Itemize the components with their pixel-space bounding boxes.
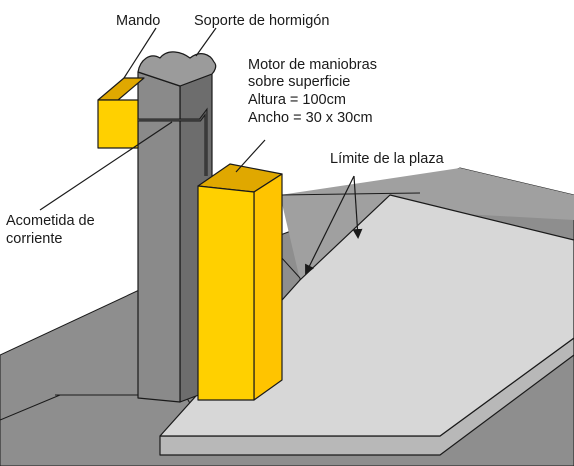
acometida-label-line1: Acometida de [6, 213, 95, 229]
ground-seam-line [279, 192, 421, 196]
limite-arrow-left [305, 175, 355, 275]
limite-arrow-right [352, 175, 363, 239]
mando-leader-line [123, 27, 157, 79]
mando-box-top [97, 77, 145, 101]
acometida-leader-line [39, 121, 173, 211]
motor-box-side [253, 173, 283, 401]
motor-box-front [197, 185, 255, 401]
limite-label: Límite de la plaza [330, 151, 445, 167]
soporte-label: Soporte de hormigón [194, 13, 329, 29]
soporte-leader-line [195, 27, 217, 57]
motor-label-line3: Altura = 100cm [248, 92, 346, 108]
ground-surface-back [280, 168, 574, 280]
mando-label: Mando [116, 13, 160, 29]
power-cable-inner [138, 110, 207, 176]
motor-label-line4: Ancho = 30 x 30cm [248, 110, 373, 126]
concrete-support-top [137, 51, 217, 87]
ground-seam-line [0, 394, 61, 421]
motor-leader-line [235, 139, 266, 173]
mando-box-front [97, 99, 139, 149]
motor-label-line1: Motor de maniobras [248, 57, 377, 73]
acometida-label-line2: corriente [6, 231, 62, 247]
motor-label-line2: sobre superficie [248, 74, 350, 90]
